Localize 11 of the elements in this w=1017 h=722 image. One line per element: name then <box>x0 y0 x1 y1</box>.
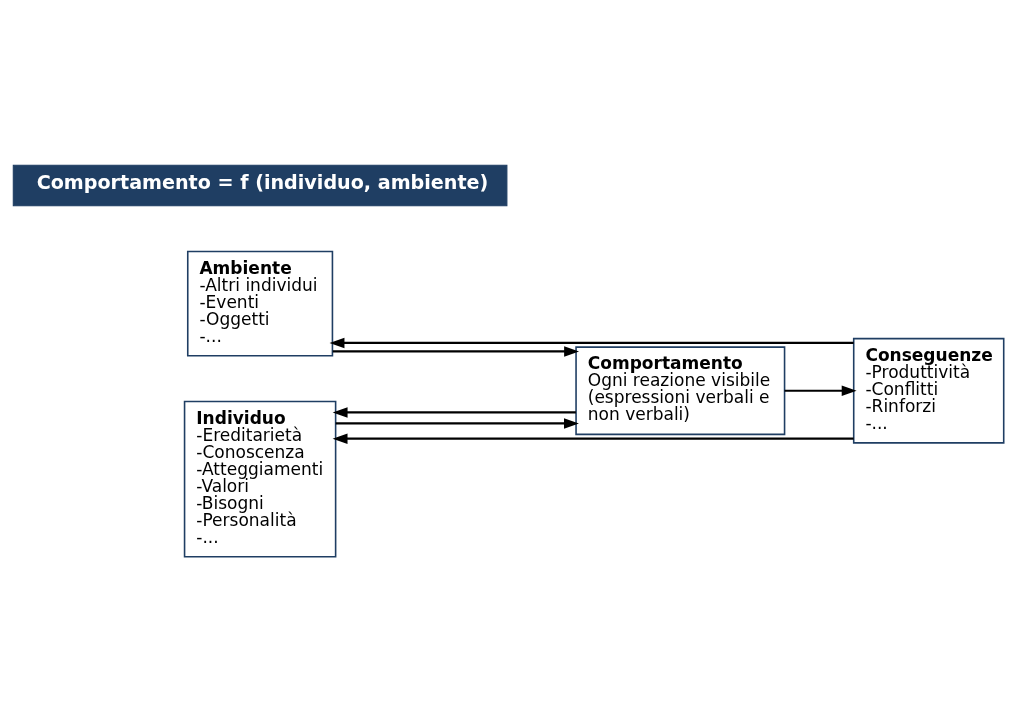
arrow <box>332 407 576 418</box>
node-box: Conseguenze -Produttività -Conflitti -Rinforzi -... <box>852 337 1005 444</box>
node-box: Ambiente -Altri individui -Eventi -Oggetti -... <box>186 250 334 357</box>
node-box: Comportamento = f (individuo, ambiente) <box>12 164 508 207</box>
arrow <box>784 385 857 396</box>
arrow <box>332 346 580 357</box>
arrow <box>329 337 854 349</box>
arrow <box>332 433 854 444</box>
node-box: Individuo -Ereditarietà -Conoscenza -Atteggiamenti -Valori -Bisogni -Personalità -... <box>183 400 337 558</box>
node-box: Comportamento Ogni reazione visibile (espressioni verbali e non verbali) <box>575 346 786 436</box>
arrow <box>335 418 579 429</box>
